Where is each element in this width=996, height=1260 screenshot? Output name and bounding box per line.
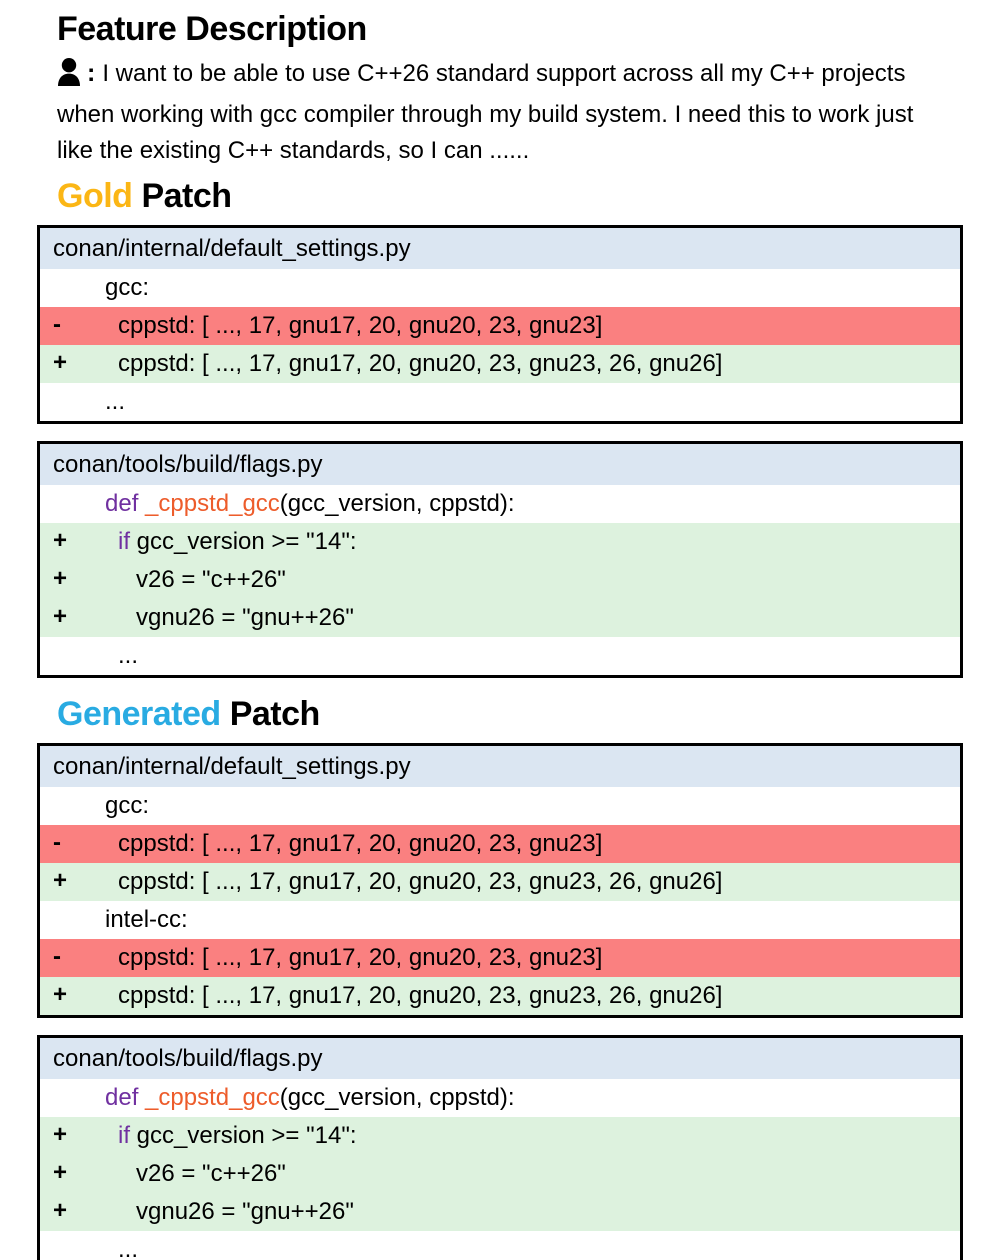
gold-diff-box-default-settings: conan/internal/default_settings.py gcc: - c… (37, 225, 963, 424)
plain-code-token: intel-cc: (105, 906, 188, 933)
keyword-token: if (118, 528, 137, 555)
code-text: cppstd: [ ..., 17, gnu17, 20, gnu20, 23,… (40, 830, 602, 858)
code-text: vgnu26 = "gnu++26" (40, 604, 354, 632)
diff-line-add: +if gcc_version >= "14": (40, 523, 960, 561)
plain-code-token: ... (118, 642, 139, 669)
plain-code-token: vgnu26 = "gnu++26" (136, 604, 354, 631)
minus-marker: - (53, 828, 61, 856)
diff-line-add: + vgnu26 = "gnu++26" (40, 599, 960, 637)
code-text: cppstd: [ ..., 17, gnu17, 20, gnu20, 23,… (40, 350, 722, 378)
feature-description-text: :I want to be able to use C++26 standard… (57, 55, 945, 169)
diff-line-context: gcc: (40, 787, 960, 825)
page-title: Feature Description (57, 10, 367, 48)
plain-code-token: (gcc_version, cppstd): (279, 1084, 515, 1111)
person-icon (57, 58, 81, 97)
plus-marker: + (53, 526, 68, 554)
function-name-token: _cppstd_gcc (145, 490, 280, 517)
plain-code-token: gcc_version >= "14": (136, 1122, 357, 1149)
diff-line-add: + cppstd: [ ..., 17, gnu17, 20, gnu20, 23… (40, 345, 960, 383)
plain-code-token: gcc: (105, 274, 150, 301)
diff-line-del: - cppstd: [ ..., 17, gnu17, 20, gnu20, 23… (40, 825, 960, 863)
gold-diff-box-flags: conan/tools/build/flags.py def _cppstd_gc… (37, 441, 963, 678)
plain-code-token: ... (118, 1236, 139, 1260)
generated-label: Generated (57, 695, 221, 733)
code-text: gcc: (40, 274, 149, 302)
generated-patch-word: Patch (229, 695, 321, 733)
diff-line-context: def _cppstd_gcc(gcc_version, cppstd): (40, 1079, 960, 1117)
diff-line-add: + cppstd: [ ..., 17, gnu17, 20, gnu20, 23… (40, 977, 960, 1015)
plus-marker: + (53, 866, 68, 894)
diff-line-context: ... (40, 383, 960, 421)
plus-marker: + (53, 1158, 68, 1186)
plain-code-token: cppstd: [ ..., 17, gnu17, 20, gnu20, 23,… (118, 312, 603, 339)
plain-code-token: v26 = "c++26" (136, 566, 286, 593)
plain-code-token: vgnu26 = "gnu++26" (136, 1198, 354, 1225)
plain-code-token: gcc_version >= "14": (136, 528, 357, 555)
file-path-header: conan/tools/build/flags.py (40, 444, 960, 485)
code-text: ... (40, 388, 125, 416)
generated-diff-box-default-settings: conan/internal/default_settings.py gcc: - c… (37, 743, 963, 1018)
code-text: v26 = "c++26" (40, 566, 286, 594)
code-text: ... (40, 1236, 138, 1260)
description-colon: : (87, 59, 96, 87)
code-text: cppstd: [ ..., 17, gnu17, 20, gnu20, 23,… (40, 312, 602, 340)
plus-marker: + (53, 1120, 68, 1148)
function-name-token: _cppstd_gcc (145, 1084, 280, 1111)
plus-marker: + (53, 980, 68, 1008)
keyword-token: def (105, 1084, 146, 1111)
code-text: intel-cc: (40, 906, 188, 934)
diff-line-context: ... (40, 1231, 960, 1260)
file-path-header: conan/internal/default_settings.py (40, 746, 960, 787)
file-path-header: conan/internal/default_settings.py (40, 228, 960, 269)
minus-marker: - (53, 942, 61, 970)
code-text: ... (40, 642, 138, 670)
plus-marker: + (53, 602, 68, 630)
code-text: def _cppstd_gcc(gcc_version, cppstd): (40, 490, 515, 518)
plain-code-token: cppstd: [ ..., 17, gnu17, 20, gnu20, 23,… (118, 830, 603, 857)
code-text: cppstd: [ ..., 17, gnu17, 20, gnu20, 23,… (40, 944, 602, 972)
plain-code-token: v26 = "c++26" (136, 1160, 286, 1187)
code-text: cppstd: [ ..., 17, gnu17, 20, gnu20, 23,… (40, 982, 722, 1010)
diff-line-add: + vgnu26 = "gnu++26" (40, 1193, 960, 1231)
diff-line-context: gcc: (40, 269, 960, 307)
diff-line-add: + cppstd: [ ..., 17, gnu17, 20, gnu20, 23… (40, 863, 960, 901)
description-body: I want to be able to use C++26 standard … (57, 60, 914, 164)
keyword-token: def (105, 490, 146, 517)
keyword-token: if (118, 1122, 137, 1149)
plus-marker: + (53, 564, 68, 592)
plus-marker: + (53, 1196, 68, 1224)
code-text: def _cppstd_gcc(gcc_version, cppstd): (40, 1084, 515, 1112)
diff-line-del: - cppstd: [ ..., 17, gnu17, 20, gnu20, 23… (40, 307, 960, 345)
minus-marker: - (53, 310, 61, 338)
plain-code-token: cppstd: [ ..., 17, gnu17, 20, gnu20, 23,… (118, 944, 603, 971)
gold-label: Gold (57, 177, 133, 215)
code-text: gcc: (40, 792, 149, 820)
diff-line-context: intel-cc: (40, 901, 960, 939)
plain-code-token: ... (105, 388, 126, 415)
plain-code-token: gcc: (105, 792, 150, 819)
diff-line-add: + v26 = "c++26" (40, 561, 960, 599)
plain-code-token: (gcc_version, cppstd): (279, 490, 515, 517)
diff-line-context: ... (40, 637, 960, 675)
diff-line-add: +if gcc_version >= "14": (40, 1117, 960, 1155)
plain-code-token: cppstd: [ ..., 17, gnu17, 20, gnu20, 23,… (118, 982, 723, 1009)
plain-code-token: cppstd: [ ..., 17, gnu17, 20, gnu20, 23,… (118, 868, 723, 895)
code-text: if gcc_version >= "14": (40, 528, 357, 556)
code-text: cppstd: [ ..., 17, gnu17, 20, gnu20, 23,… (40, 868, 722, 896)
diff-line-add: + v26 = "c++26" (40, 1155, 960, 1193)
plain-code-token: cppstd: [ ..., 17, gnu17, 20, gnu20, 23,… (118, 350, 723, 377)
code-text: if gcc_version >= "14": (40, 1122, 357, 1150)
generated-diff-box-flags: conan/tools/build/flags.py def _cppstd_gc… (37, 1035, 963, 1260)
file-path-header: conan/tools/build/flags.py (40, 1038, 960, 1079)
code-text: v26 = "c++26" (40, 1160, 286, 1188)
diff-line-context: def _cppstd_gcc(gcc_version, cppstd): (40, 485, 960, 523)
plus-marker: + (53, 348, 68, 376)
gold-patch-word: Patch (141, 177, 232, 215)
diff-line-del: - cppstd: [ ..., 17, gnu17, 20, gnu20, 23… (40, 939, 960, 977)
code-text: vgnu26 = "gnu++26" (40, 1198, 354, 1226)
